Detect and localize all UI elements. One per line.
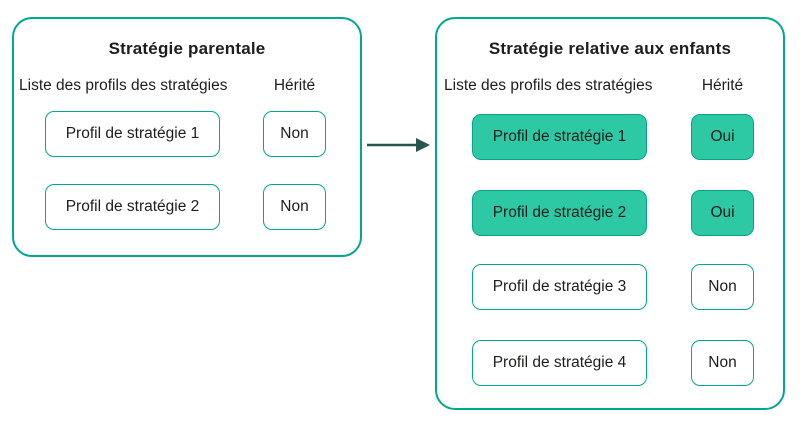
child-policy-panel: Stratégie relative aux enfants Liste des… <box>435 17 785 410</box>
panel-title: Stratégie relative aux enfants <box>488 39 732 58</box>
inherited-column-label: Hérité <box>701 77 744 94</box>
inheritance-arrow-icon <box>367 138 430 152</box>
policy-profile-box: Profil de stratégie 1 <box>45 111 220 157</box>
profiles-column-label: Liste des profils des stratégies <box>444 77 653 94</box>
panel-title: Stratégie parentale <box>108 39 266 58</box>
inherited-value-box: Non <box>691 264 754 310</box>
policy-profile-box: Profil de stratégie 4 <box>472 340 647 386</box>
inherited-value-box: Non <box>691 340 754 386</box>
policy-profile-box-inherited: Profil de stratégie 2 <box>472 190 647 236</box>
inherited-value-box: Oui <box>691 114 754 160</box>
profiles-column-label: Liste des profils des stratégies <box>19 77 228 94</box>
policy-profile-box-inherited: Profil de stratégie 1 <box>472 114 647 160</box>
policy-profile-box: Profil de stratégie 3 <box>472 264 647 310</box>
policy-profile-box: Profil de stratégie 2 <box>45 184 220 230</box>
inherited-value-box: Oui <box>691 190 754 236</box>
inherited-value-box: Non <box>263 111 326 157</box>
inherited-column-label: Hérité <box>273 77 316 94</box>
inherited-value-box: Non <box>263 184 326 230</box>
parent-policy-panel: Stratégie parentale Liste des profils de… <box>12 17 362 257</box>
